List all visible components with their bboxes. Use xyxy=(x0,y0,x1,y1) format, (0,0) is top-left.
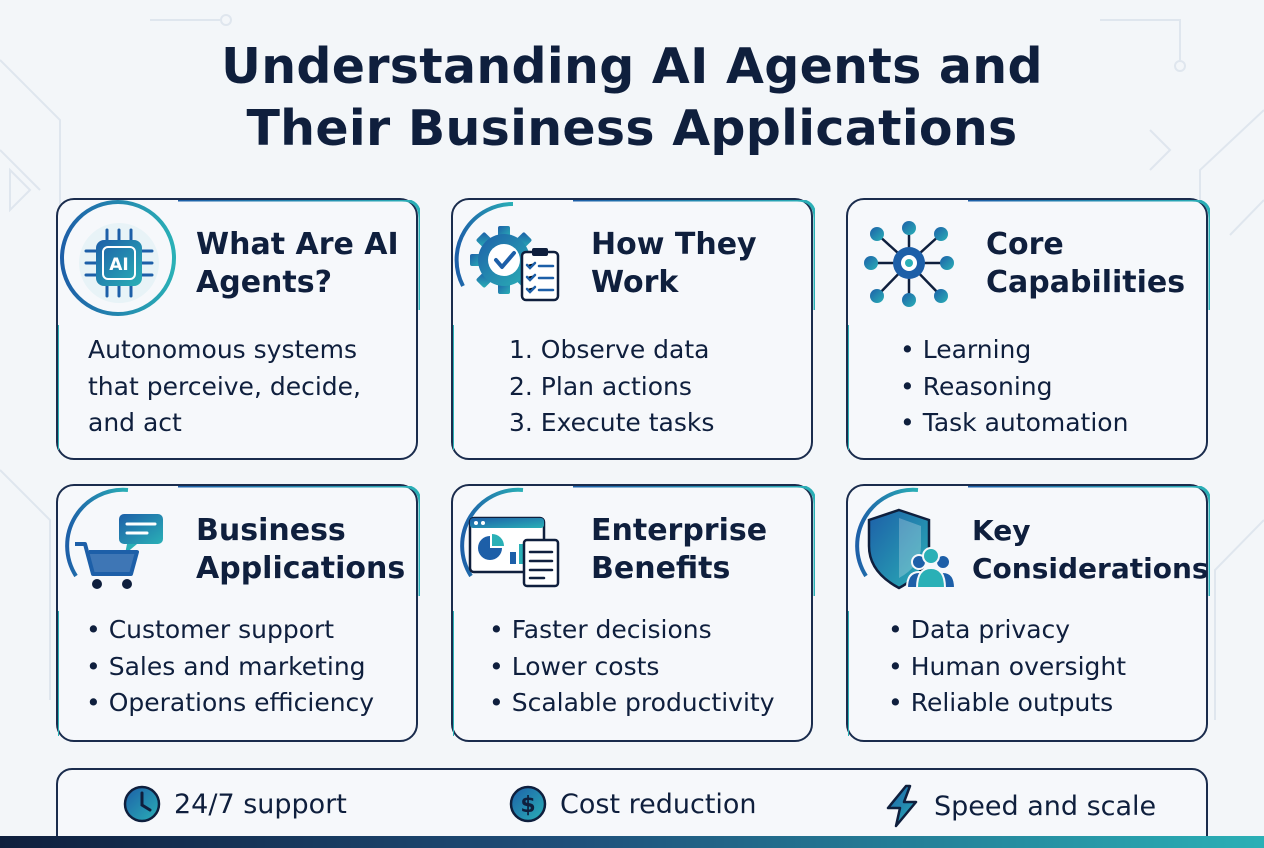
card-title: What Are AI Agents? xyxy=(196,227,399,300)
card-enterprise-benefits: Enterprise Benefits • Faster decisions •… xyxy=(451,484,815,742)
highlight-label: Cost reduction xyxy=(560,788,757,820)
list-item: • Operations efficiency xyxy=(86,688,375,717)
card-title: How They Work xyxy=(591,227,757,300)
list-item: 3. Execute tasks xyxy=(509,408,715,437)
page-title-line-1: Understanding AI Agents and xyxy=(221,38,1043,95)
card-title: Enterprise Benefits xyxy=(591,513,768,586)
card-how-they-work: How They Work 1. Observe data 2. Plan ac… xyxy=(451,198,815,460)
shield-people-icon xyxy=(850,490,968,608)
list-item: • Reliable outputs xyxy=(888,688,1114,717)
page-title-line-2: Their Business Applications xyxy=(246,100,1018,157)
list-item: • Sales and marketing xyxy=(86,651,366,681)
capabilities-list: • Learning • Reasoning • Task automation xyxy=(900,332,1220,442)
list-item: • Human oversight xyxy=(888,651,1127,681)
dashboard-report-icon xyxy=(455,490,573,608)
gear-checklist-icon xyxy=(455,204,573,322)
card-business-applications: Business Applications • Customer support… xyxy=(56,484,420,742)
list-item: • Lower costs xyxy=(489,651,660,681)
network-hub-icon xyxy=(850,204,968,322)
cart-chat-icon xyxy=(60,490,178,608)
page-title: Understanding AI Agents and Their Busine… xyxy=(0,36,1264,160)
list-item: • Data privacy xyxy=(888,615,1071,644)
steps-list: 1. Observe data 2. Plan actions 3. Execu… xyxy=(509,332,829,442)
card-description: Autonomous systems that perceive, decide… xyxy=(88,335,361,437)
list-item: • Task automation xyxy=(900,408,1129,437)
dollar-icon: $ xyxy=(509,785,547,823)
highlight-label: Speed and scale xyxy=(934,790,1157,822)
card-what-are-ai-agents: AI What Are AI Agents? Autonomous system… xyxy=(56,198,420,460)
svg-text:$: $ xyxy=(520,793,535,818)
considerations-list: • Data privacy • Human oversight • Relia… xyxy=(888,612,1208,722)
list-item: • Learning xyxy=(900,335,1032,364)
list-item: • Scalable productivity xyxy=(489,688,775,717)
card-title: Business Applications xyxy=(196,513,406,586)
lightning-icon xyxy=(886,784,918,828)
list-item: • Faster decisions xyxy=(489,615,712,644)
highlight-label: 24/7 support xyxy=(174,788,347,820)
footer-strip xyxy=(0,836,1264,848)
ai-chip-icon: AI xyxy=(60,204,178,322)
list-item: • Customer support xyxy=(86,615,335,644)
highlight-speed: Speed and scale xyxy=(882,784,1156,828)
applications-list: • Customer support • Sales and marketing… xyxy=(86,612,406,722)
card-title: Core Capabilities xyxy=(986,227,1186,300)
list-item: 2. Plan actions xyxy=(509,371,692,401)
list-item: • Reasoning xyxy=(900,371,1053,401)
card-core-capabilities: Core Capabilities • Learning • Reasoning… xyxy=(846,198,1210,460)
list-item: 1. Observe data xyxy=(509,335,710,364)
svg-text:AI: AI xyxy=(109,255,128,275)
card-key-considerations: Key Considerations • Data privacy • Huma… xyxy=(846,484,1210,742)
benefits-list: • Faster decisions • Lower costs • Scala… xyxy=(489,612,809,722)
clock-icon xyxy=(123,785,161,823)
highlight-support: 24/7 support xyxy=(122,784,347,824)
highlights-bar: 24/7 support $ Cost reduction Speed and … xyxy=(56,768,1208,848)
highlight-cost: $ Cost reduction xyxy=(508,784,757,824)
card-title: Key Considerations xyxy=(972,514,1209,585)
